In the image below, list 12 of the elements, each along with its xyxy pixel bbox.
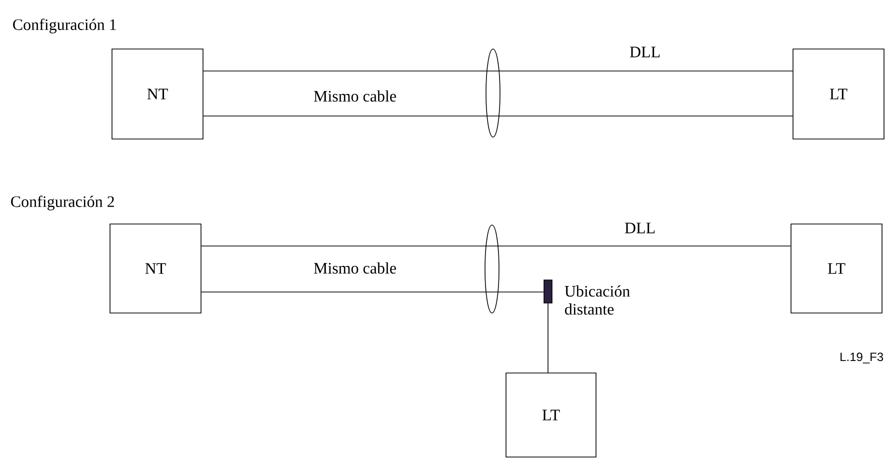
terminal-box: LT [506,372,596,458]
terminal-box: LT [792,48,884,140]
terminal-box: NT [112,48,204,140]
caption-text: Mismo cable [314,90,396,102]
cable-line [203,70,793,72]
edge-label: DLL [623,222,657,234]
caption-text: Mismo cable [314,262,396,274]
terminal-box: LT [790,224,882,314]
terminal-box: NT [110,224,202,314]
connection-block [544,280,552,304]
location-label: Ubicación distante [564,285,630,315]
edge-label: DLL [628,46,662,58]
